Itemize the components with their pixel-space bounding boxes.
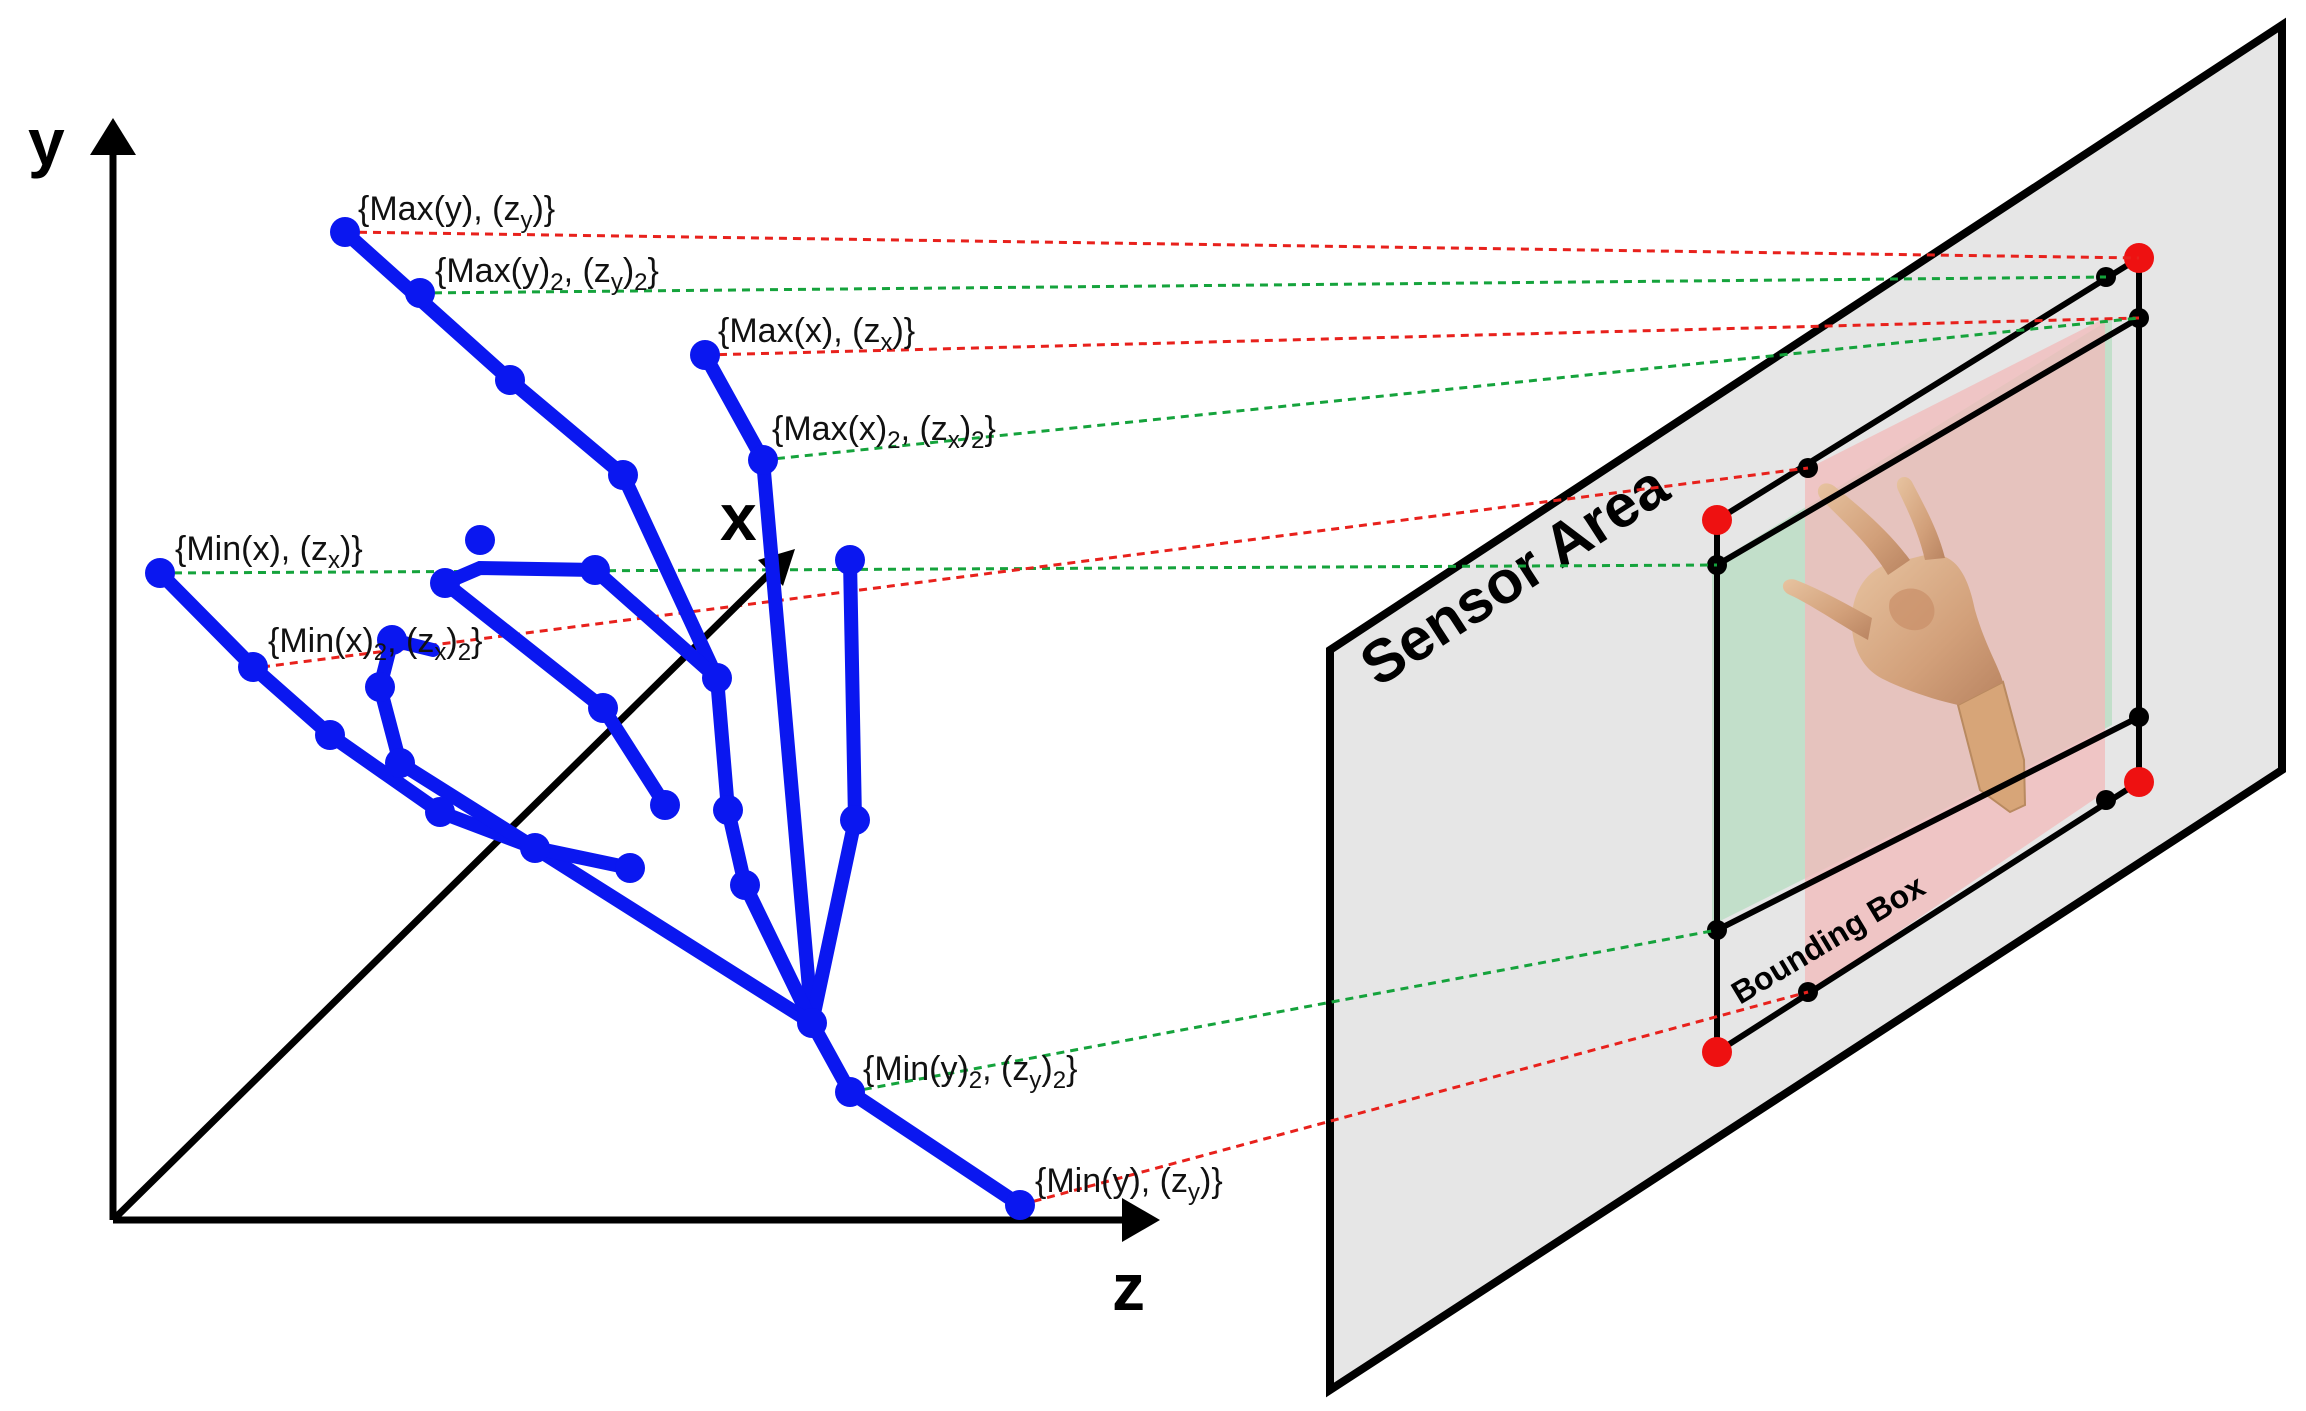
label-min-y2: {Min(y)2​, (zy​)2​} xyxy=(863,1050,1077,1094)
projection-min-x xyxy=(159,563,1718,575)
x-axis-label: x xyxy=(720,480,757,554)
y-axis-label: y xyxy=(28,105,65,179)
label-min-x: {Min(x), (zx​)} xyxy=(175,530,363,574)
projection-max-y xyxy=(344,230,2140,260)
joint-little-2 xyxy=(365,672,395,702)
secondary-corner-5 xyxy=(2129,707,2149,727)
joint-min-x xyxy=(145,558,175,588)
joint-ring-1 xyxy=(580,555,610,585)
secondary-corner-4 xyxy=(1707,555,1727,575)
joint-max-y2 xyxy=(405,278,435,308)
thumb xyxy=(1782,579,1872,640)
joint-wrist xyxy=(797,1008,827,1038)
projection-max-x2 xyxy=(762,316,2140,462)
joint-max-y xyxy=(330,217,360,247)
joint-middle-4 xyxy=(608,460,638,490)
joint-ring-5 xyxy=(650,790,680,820)
joint-little-4 xyxy=(615,853,645,883)
curled-fingers xyxy=(1889,588,1935,631)
joint-pinky-1 xyxy=(520,833,550,863)
skeleton-pinky xyxy=(153,566,819,1030)
z-axis-arrow xyxy=(1122,1198,1160,1242)
label-min-x2: {Min(x)2​, (zx​)2​} xyxy=(268,622,482,666)
joint-middle-2 xyxy=(713,795,743,825)
joint-middle-3 xyxy=(702,663,732,693)
joint-little-3 xyxy=(377,625,407,655)
joint-little-1 xyxy=(385,748,415,778)
joint-min-y2 xyxy=(835,1077,865,1107)
joint-ring-4 xyxy=(588,693,618,723)
z-axis-label: z xyxy=(1112,1250,1145,1324)
label-max-y: {Max(y), (zy​)} xyxy=(358,190,555,234)
projection-min-y xyxy=(1019,990,1809,1207)
skeleton-base xyxy=(528,841,637,875)
joint-pinky-2 xyxy=(425,797,455,827)
joint-min-y xyxy=(1005,1190,1035,1220)
pinky-finger xyxy=(1896,476,1945,560)
joint-pinky-3 xyxy=(315,720,345,750)
projection-max-x xyxy=(704,316,2140,357)
bounding-box-group: Bounding Box xyxy=(1702,243,2154,1067)
projection-min-y2 xyxy=(849,928,1718,1094)
projection-max-y2 xyxy=(419,275,2107,295)
y-axis-arrow xyxy=(90,118,136,155)
joint-max-x2 xyxy=(748,445,778,475)
label-min-y: {Min(y), (zy​)} xyxy=(1035,1162,1223,1206)
skeleton-ring xyxy=(431,560,724,812)
hand-skeleton xyxy=(145,217,1035,1220)
axes: y x z xyxy=(28,105,1160,1324)
bbox-corner-top-left xyxy=(1702,505,1732,535)
palm xyxy=(1851,554,2003,705)
x-axis xyxy=(110,565,778,1223)
secondary-corner-6 xyxy=(2096,790,2116,810)
label-max-y2: {Max(y)2​, (zy​)2​} xyxy=(435,252,659,296)
joint-min-x2 xyxy=(238,652,268,682)
joint-middle-1 xyxy=(730,870,760,900)
joint-index-2 xyxy=(835,545,865,575)
label-max-x2: {Max(x)2​, (zx​)2​} xyxy=(772,410,996,454)
bbox-corner-bottom-right xyxy=(2124,767,2154,797)
joint-middle-5 xyxy=(495,365,525,395)
bbox-corner-bottom-left xyxy=(1702,1037,1732,1067)
joint-index-1 xyxy=(840,805,870,835)
joint-ring-2 xyxy=(465,525,495,555)
skeleton-index xyxy=(805,553,863,1030)
joint-max-x xyxy=(690,340,720,370)
joint-ring-3 xyxy=(430,568,460,598)
label-max-x: {Max(x), (zx​)} xyxy=(718,312,915,356)
hand-image xyxy=(1782,476,2027,814)
index-finger xyxy=(1817,483,1910,575)
